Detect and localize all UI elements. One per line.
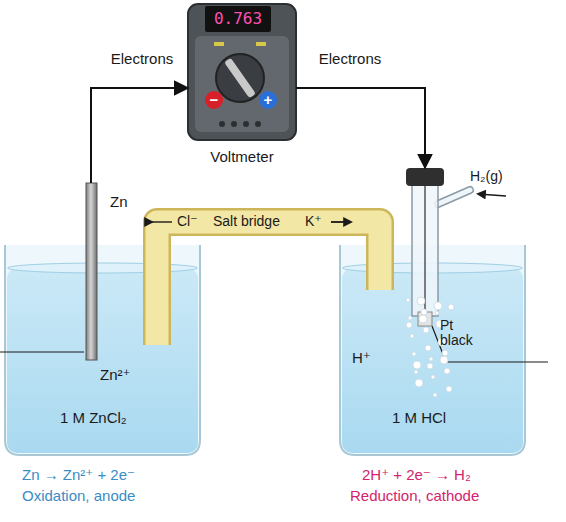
- gas-bubble: [434, 302, 442, 310]
- hydrogen-electrode: [406, 168, 506, 397]
- hydrogen-half-cell-beaker: H⁺ 1 M HCl: [340, 245, 525, 455]
- voltmeter: 0.763Voltmeter: [188, 4, 296, 140]
- half-reaction: Zn → Zn²⁺ + 2e⁻: [22, 466, 135, 483]
- node-text: H⁺: [352, 349, 371, 366]
- gas-bubble: [429, 357, 433, 361]
- salt-bridge: Cl⁻ Salt bridge K⁺: [145, 209, 393, 235]
- electron-wire: [91, 88, 188, 183]
- process-label: Reduction, cathode: [350, 487, 479, 504]
- edge-label: Electrons: [109, 50, 176, 67]
- gas-bubble: [421, 309, 427, 315]
- node-text: 0.763: [205, 6, 271, 32]
- salt-bridge-tube: [152, 222, 380, 345]
- gas-bubble: [425, 345, 431, 351]
- gas-bubble: [435, 311, 439, 315]
- gas-bubble: [440, 356, 448, 364]
- gas-bubble: [417, 297, 425, 305]
- gas-bubble: [415, 379, 423, 387]
- zinc-half-cell-beaker: Zn²⁺ 1 M ZnCl₂: [5, 245, 200, 455]
- node-text: Zn²⁺: [100, 366, 130, 383]
- gas-bubble: [412, 352, 416, 356]
- gas-bubble: [431, 375, 435, 379]
- node-text: Voltmeter: [178, 148, 306, 165]
- gas-bubble: [406, 322, 412, 328]
- zinc-electrode: Zn: [86, 183, 136, 360]
- terminal-sign: +: [264, 91, 273, 108]
- gas-bubble: [413, 361, 421, 369]
- gas-label: H₂(g): [470, 168, 503, 184]
- gas-bubble: [410, 334, 414, 338]
- gas-bubble: [446, 386, 452, 392]
- terminal-sign: −: [210, 91, 219, 108]
- gas-bubble: [442, 350, 448, 356]
- node-text: Zn: [110, 193, 128, 210]
- gas-bubble: [419, 315, 427, 323]
- voltmeter-body: [188, 4, 296, 140]
- electron-wire: [296, 88, 425, 168]
- gas-bubble: [433, 393, 437, 397]
- gas-bubble: [427, 363, 433, 369]
- node-text: Salt bridge: [213, 213, 280, 229]
- leader-line: [0, 351, 84, 352]
- node-text: Pt black: [440, 318, 482, 347]
- hydrogen-electrode: Pt black: [405, 168, 485, 358]
- gas-bubble: [414, 370, 418, 374]
- gas-bubble: [448, 304, 454, 310]
- gas-bubble: [406, 298, 410, 302]
- node-text: 1 M HCl: [392, 409, 446, 426]
- gas-bubble: [408, 316, 412, 320]
- gas-bubble: [444, 368, 450, 374]
- process-label: Oxidation, anode: [22, 487, 135, 504]
- node-text: 1 M ZnCl₂: [60, 409, 127, 426]
- node-text: Cl⁻: [177, 213, 198, 229]
- zinc-electrode: [86, 183, 97, 360]
- node-text: K⁺: [305, 213, 322, 229]
- edge-label: Electrons: [317, 50, 384, 67]
- gas-bubble: [423, 327, 429, 333]
- half-reaction: 2H⁺ + 2e⁻ → H₂: [362, 466, 471, 483]
